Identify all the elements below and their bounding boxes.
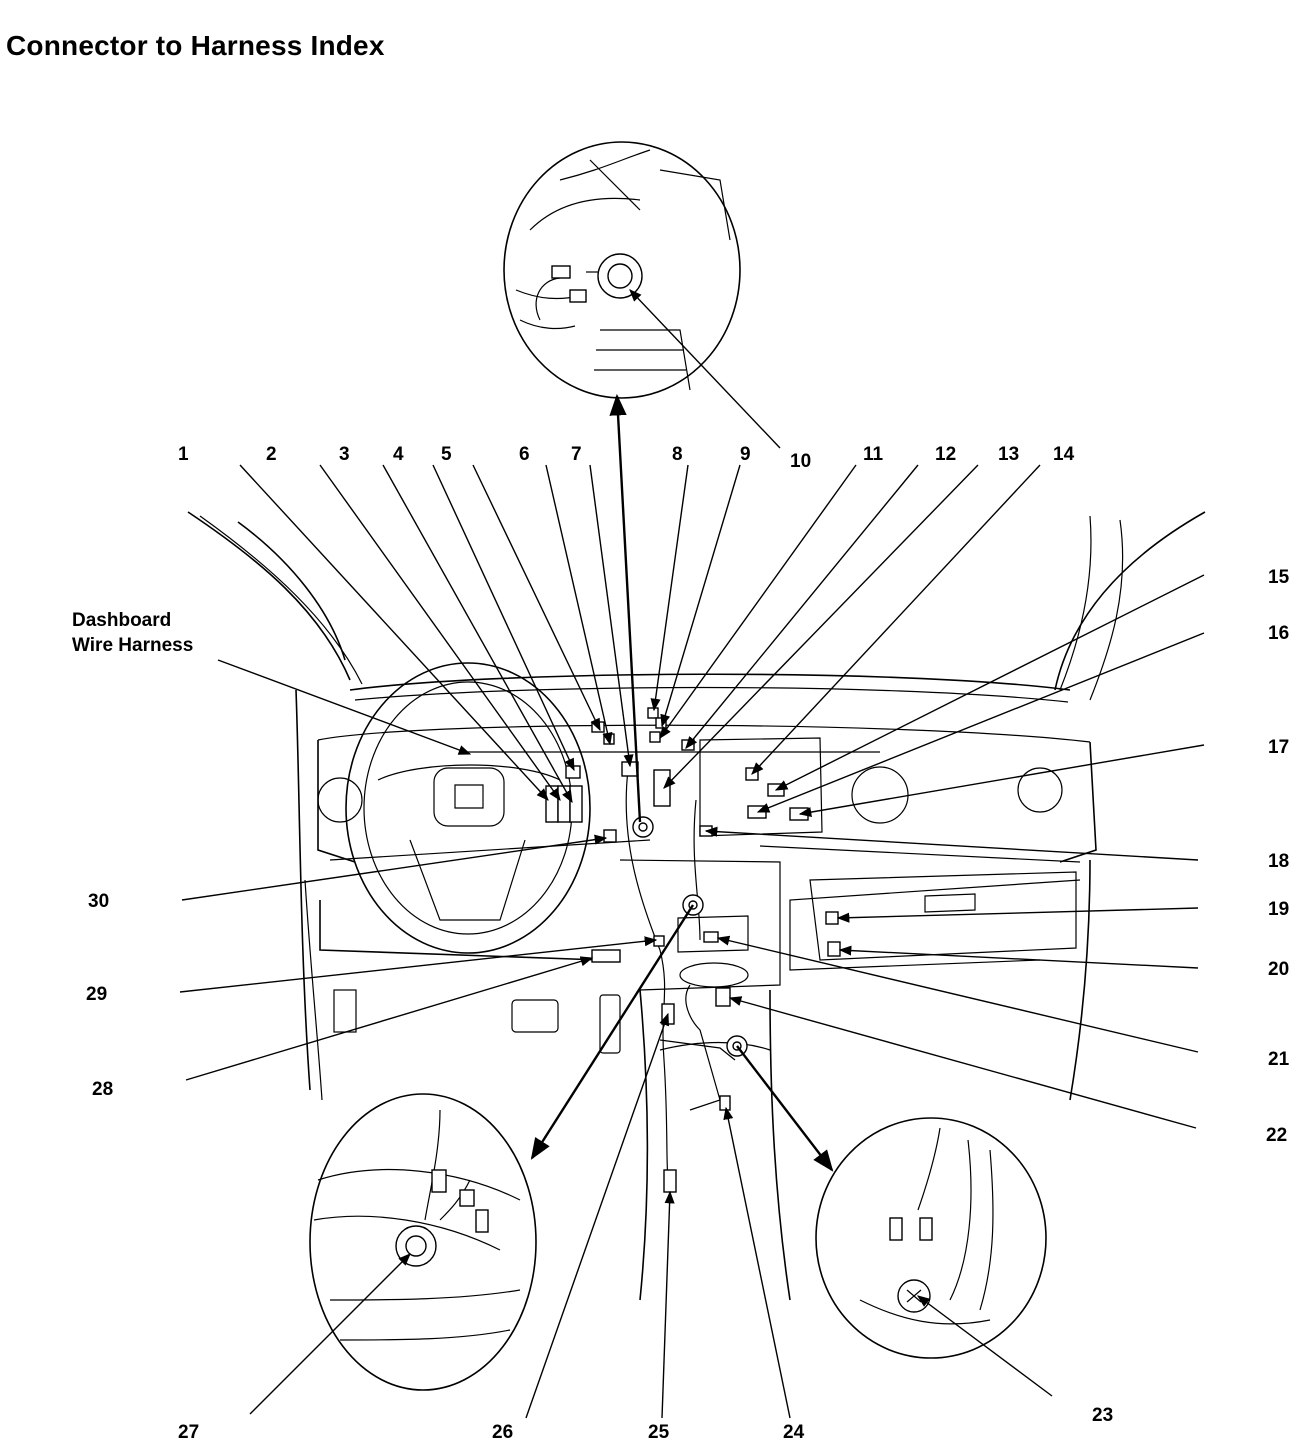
callout-24: 24 — [783, 1422, 805, 1443]
callout-28: 28 — [92, 1079, 114, 1100]
callout-20: 20 — [1268, 959, 1290, 980]
callout-4: 4 — [393, 444, 404, 465]
leader-18 — [704, 826, 1199, 861]
callout-19: 19 — [1268, 899, 1290, 920]
page-title: Connector to Harness Index — [6, 30, 385, 61]
leader-3 — [382, 464, 573, 804]
callout-18: 18 — [1268, 851, 1290, 872]
callout-23: 23 — [1092, 1405, 1114, 1426]
detail-view-top — [503, 141, 741, 399]
callout-5: 5 — [441, 444, 452, 465]
leader-6 — [545, 464, 613, 746]
detail-view-bottom-right — [815, 1117, 1047, 1359]
leader-4 — [432, 464, 575, 772]
leader-28 — [185, 956, 594, 1081]
leader-2 — [319, 464, 561, 802]
callout-10: 10 — [790, 451, 812, 472]
callout-9: 9 — [740, 444, 751, 465]
leader-lines — [179, 289, 1205, 1419]
callout-30: 30 — [88, 891, 110, 912]
callout-16: 16 — [1268, 623, 1290, 644]
harness-label-line1: Dashboard — [72, 610, 172, 631]
callout-14: 14 — [1053, 444, 1075, 465]
leader-14 — [751, 464, 1041, 775]
callout-25: 25 — [648, 1422, 670, 1443]
callout-21: 21 — [1268, 1049, 1290, 1070]
leader-23 — [916, 1295, 1053, 1397]
callout-15: 15 — [1268, 567, 1290, 588]
leader-7 — [589, 464, 634, 768]
detail-pointer-bottom-left — [530, 904, 695, 1160]
detail-pointer-bottom-right — [736, 1045, 834, 1172]
callout-29: 29 — [86, 984, 108, 1005]
callout-22: 22 — [1266, 1125, 1288, 1146]
leader-11 — [659, 464, 857, 740]
leader-harness — [217, 659, 472, 755]
harness-label-line2: Wire Harness — [72, 635, 194, 656]
leader-12 — [685, 464, 919, 749]
callout-13: 13 — [998, 444, 1020, 465]
leader-13 — [663, 464, 979, 789]
leader-21 — [716, 935, 1199, 1053]
leader-22 — [728, 996, 1197, 1129]
detail-view-bottom-left — [309, 1093, 537, 1391]
callout-3: 3 — [339, 444, 350, 465]
leader-17 — [798, 744, 1205, 818]
leader-25 — [661, 1190, 675, 1419]
leader-19 — [836, 907, 1199, 923]
harness-label: Dashboard Wire Harness — [72, 608, 193, 658]
leader-20 — [838, 945, 1199, 969]
callout-2: 2 — [266, 444, 277, 465]
callout-11: 11 — [863, 444, 884, 465]
leader-10 — [629, 289, 781, 449]
leader-24 — [723, 1106, 791, 1419]
callout-27: 27 — [178, 1422, 200, 1443]
detail-pointer-top — [609, 393, 642, 823]
leader-16 — [756, 632, 1205, 813]
callout-1: 1 — [178, 444, 189, 465]
callout-7: 7 — [571, 444, 582, 465]
leader-9 — [660, 464, 741, 728]
callout-26: 26 — [492, 1422, 514, 1443]
callout-17: 17 — [1268, 737, 1290, 758]
leader-29 — [179, 936, 658, 993]
leader-30 — [181, 834, 608, 901]
leader-26 — [525, 1012, 669, 1419]
leader-8 — [650, 464, 689, 712]
leader-27 — [249, 1253, 411, 1415]
callout-12: 12 — [935, 444, 957, 465]
leader-1 — [239, 464, 549, 801]
dash-connectors — [545, 707, 841, 1193]
leader-5 — [472, 464, 601, 732]
callout-6: 6 — [519, 444, 530, 465]
callout-8: 8 — [672, 444, 683, 465]
leader-15 — [774, 574, 1205, 791]
